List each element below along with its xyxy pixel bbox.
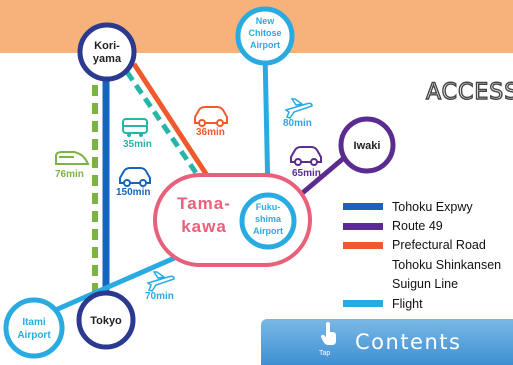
page-title: ACCESS (425, 79, 513, 105)
node-koriyama-label: Kori-yama (93, 40, 122, 65)
legend-label: Prefectural Road (392, 238, 486, 253)
tap-hand-icon (321, 322, 336, 345)
time-expwy: 150min (116, 187, 150, 198)
time-shinkansen: 76min (55, 169, 84, 180)
bullet-train-icon (55, 151, 90, 165)
legend-label: Route 49 (392, 219, 443, 234)
node-tokyo-label: Tokyo (90, 315, 122, 327)
route-prefectural-road (131, 62, 215, 185)
node-tokyo[interactable]: Tokyo (76, 290, 136, 350)
time-car-koriyama: 36min (196, 127, 225, 138)
tamakawa-label: Tama-kawa (177, 194, 231, 236)
legend-label: Tohoku Shinkansen (392, 257, 502, 272)
time-suigun: 35min (123, 139, 152, 150)
node-koriyama[interactable]: Kori-yama (77, 22, 137, 82)
legend-item: Flight (343, 294, 501, 313)
legend-item: Tohoku Expwy (343, 197, 501, 216)
legend-swatch (343, 262, 383, 268)
plane-icon-chitose (284, 98, 313, 119)
route-flight-chitose (262, 51, 271, 197)
legend-item: Route 49 (343, 216, 501, 235)
node-iwaki-label: Iwaki (354, 140, 381, 152)
legend-label: Flight (392, 296, 423, 311)
car-icon-koriyama (194, 106, 228, 127)
contents-button-label: Contents (355, 330, 462, 354)
car-icon-expwy (119, 167, 151, 187)
legend-swatch (343, 203, 383, 211)
contents-button[interactable]: Tap Contents (261, 319, 513, 365)
node-iwaki[interactable]: Iwaki (338, 116, 396, 174)
train-icon-suigun (122, 118, 148, 137)
legend-swatch (343, 222, 383, 230)
legend-item: Tohoku Shinkansen (343, 255, 501, 274)
legend-label: Suigun Line (392, 277, 459, 292)
tap-label: Tap (319, 350, 331, 357)
legend-swatch (343, 241, 383, 249)
legend-label: Tohoku Expwy (392, 199, 473, 214)
legend-item: Suigun Line (343, 275, 501, 294)
legend-item: Prefectural Road (343, 236, 501, 255)
legend-swatch (343, 281, 383, 287)
time-flight-chitose: 80min (283, 118, 312, 129)
time-car-iwaki: 65min (292, 168, 321, 179)
time-flight-itami: 70min (145, 291, 174, 302)
legend-swatch (343, 300, 383, 308)
car-icon-iwaki (290, 146, 322, 166)
plane-icon-itami (146, 271, 175, 292)
route-suigun-line (124, 70, 208, 188)
